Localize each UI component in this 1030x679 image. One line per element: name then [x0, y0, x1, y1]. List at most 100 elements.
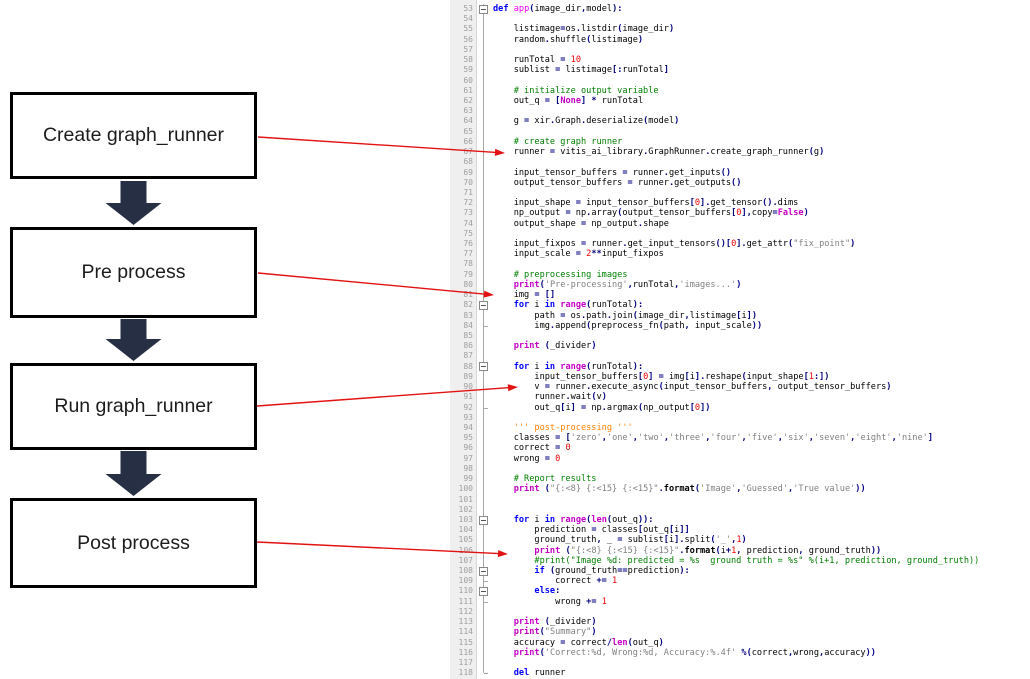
- code-text: output_shape = np_output.shape: [493, 218, 669, 229]
- code-text: runner.wait(v): [493, 392, 607, 403]
- code-text: img = []: [493, 290, 556, 301]
- line-number: 112: [458, 606, 473, 616]
- line-number: 114: [458, 627, 473, 637]
- code-line: 118 del runner: [450, 668, 1030, 678]
- fold-margin: [477, 157, 490, 168]
- code-text: [490, 658, 1030, 668]
- code-line: 107 #print("Image %d: predicted = %s gro…: [450, 555, 1030, 567]
- fold-margin: [477, 341, 490, 352]
- line-number: 92: [463, 402, 473, 412]
- flowchart-box-label: Pre process: [81, 261, 186, 283]
- line-number: 93: [463, 412, 473, 422]
- fold-toggle-icon[interactable]: [477, 514, 490, 526]
- code-text: if (ground_truth==prediction):: [493, 566, 690, 577]
- code-text: print ("{:<8} {:<15} {:<15}".format(i+1,…: [493, 545, 882, 556]
- fold-margin: [477, 606, 490, 618]
- code-text: runTotal = 10: [493, 55, 581, 66]
- code-line: 73 np_output = np.array(output_tensor_bu…: [450, 208, 1030, 219]
- line-number: 108: [458, 566, 473, 576]
- code-line: 79 # preprocessing images: [450, 269, 1030, 281]
- fold-margin: [477, 136, 490, 148]
- line-number: 70: [463, 177, 473, 187]
- code-text: for i in range(len(out_q)):: [493, 514, 654, 525]
- code-line: 108 if (ground_truth==prediction):: [450, 566, 1030, 577]
- fold-margin: [477, 658, 490, 669]
- code-line: 72 input_shape = input_tensor_buffers[0]…: [450, 198, 1030, 209]
- fold-toggle-icon[interactable]: [477, 566, 490, 577]
- line-number: 75: [463, 228, 473, 238]
- code-line: 75: [450, 228, 1030, 240]
- code-line: 74 output_shape = np_output.shape: [450, 218, 1030, 230]
- code-line: 98: [450, 463, 1030, 475]
- line-number: 103: [458, 514, 473, 524]
- line-number: 67: [463, 147, 473, 157]
- flowchart-box-label: Post process: [77, 531, 190, 554]
- code-line: 115 accuracy = correct/len(out_q): [450, 637, 1030, 649]
- fold-margin: [477, 167, 490, 178]
- fold-margin: [477, 290, 490, 301]
- fold-margin: [477, 443, 490, 454]
- code-text: print (_divider): [493, 341, 597, 352]
- code-text: [490, 464, 1030, 474]
- fold-margin: [477, 126, 490, 138]
- fold-margin: [477, 433, 490, 444]
- code-text: print('Pre-processing',runTotal,'images.…: [493, 279, 742, 290]
- line-number: 107: [458, 555, 473, 565]
- line-number: 117: [458, 658, 473, 667]
- flowchart-box-post-process: Post process: [10, 498, 257, 588]
- flowchart-box-pre-process: Pre process: [10, 227, 257, 318]
- line-number: 64: [463, 116, 473, 126]
- code-text: classes = ['zero','one','two','three','f…: [493, 433, 933, 444]
- line-number: 57: [463, 44, 473, 54]
- line-number: 115: [458, 637, 473, 647]
- fold-margin: [477, 24, 490, 35]
- line-number: 85: [463, 331, 473, 340]
- code-line: 80 print('Pre-processing',runTotal,'imag…: [450, 279, 1030, 291]
- code-text: sublist = listimage[:runTotal]: [493, 65, 669, 76]
- fold-toggle-icon[interactable]: [477, 4, 490, 15]
- line-number: 102: [458, 504, 473, 514]
- fold-margin: [477, 269, 490, 281]
- code-line: 110 else:: [450, 586, 1030, 597]
- line-number: 89: [463, 371, 473, 381]
- fold-margin: [477, 55, 490, 66]
- fold-margin: [477, 647, 490, 659]
- fold-margin: [477, 412, 490, 424]
- fold-margin: [477, 116, 490, 127]
- code-text: del runner: [493, 668, 566, 679]
- fold-toggle-icon[interactable]: [477, 586, 490, 597]
- fold-margin: [477, 198, 490, 209]
- flowchart-box-run-graph-runner: Run graph_runner: [10, 363, 257, 450]
- fold-margin: [477, 484, 490, 495]
- line-number: 80: [463, 279, 473, 289]
- code-text: input_scale = 2**input_fixpos: [493, 249, 664, 260]
- fold-margin: [477, 85, 490, 97]
- fold-margin: [477, 106, 490, 117]
- line-number: 78: [463, 259, 473, 269]
- line-number: 116: [458, 647, 473, 657]
- fold-toggle-icon[interactable]: [477, 300, 490, 311]
- code-line: 65: [450, 126, 1030, 138]
- line-number: 99: [463, 474, 473, 484]
- code-line: 91 runner.wait(v): [450, 392, 1030, 403]
- fold-margin: [477, 453, 490, 465]
- code-line: 102: [450, 504, 1030, 516]
- fold-margin: [477, 525, 490, 536]
- code-text: [490, 607, 1030, 617]
- code-line: 92 out_q[i] = np.argmax(np_output[0]): [450, 402, 1030, 413]
- fold-margin: [477, 668, 490, 678]
- code-text: correct += 1: [493, 576, 618, 587]
- fold-margin: [477, 504, 490, 516]
- code-line: 105 ground_truth, _ = sublist[i].split('…: [450, 535, 1030, 546]
- code-line: 84 img.append(preprocess_fn(path, input_…: [450, 320, 1030, 332]
- fold-toggle-icon[interactable]: [477, 361, 490, 373]
- code-line: 95 classes = ['zero','one','two','three'…: [450, 433, 1030, 444]
- fold-margin: [477, 371, 490, 383]
- code-text: [490, 229, 1030, 239]
- code-line: 58 runTotal = 10: [450, 55, 1030, 66]
- code-line: 86 print (_divider): [450, 341, 1030, 352]
- down-arrow-icon: [105, 319, 162, 361]
- code-line: 96 correct = 0: [450, 443, 1030, 454]
